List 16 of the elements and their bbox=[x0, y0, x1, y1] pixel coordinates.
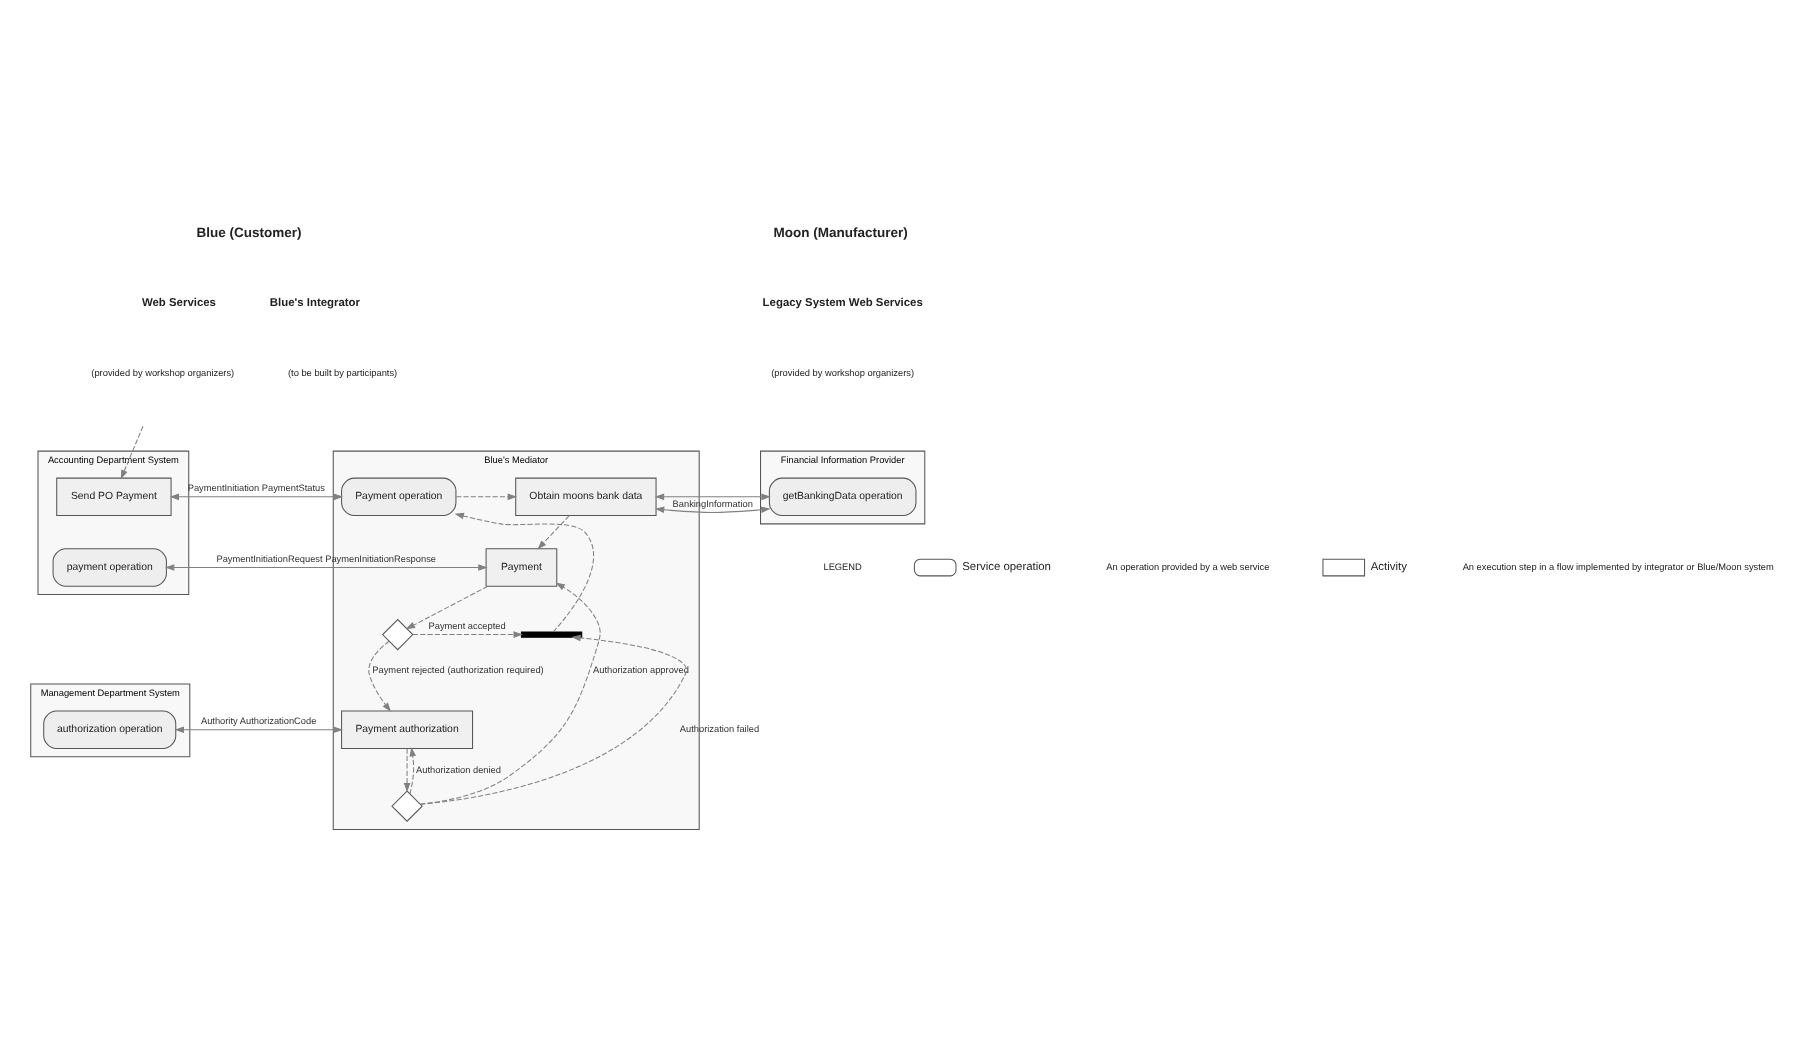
arrow bbox=[419, 581, 601, 804]
arrow bbox=[174, 725, 343, 732]
arrow bbox=[409, 746, 417, 794]
node-bar bbox=[520, 630, 583, 637]
arrow bbox=[420, 633, 687, 804]
arrow bbox=[405, 584, 489, 629]
arrow bbox=[455, 492, 517, 500]
arrow bbox=[368, 639, 392, 711]
arrow bbox=[165, 563, 488, 570]
arrow bbox=[403, 747, 411, 792]
arrow bbox=[454, 511, 594, 632]
arrow bbox=[412, 630, 523, 637]
arrow bbox=[120, 424, 144, 479]
node-diamond bbox=[391, 789, 423, 821]
arrow bbox=[537, 514, 570, 549]
arrow bbox=[169, 492, 344, 500]
